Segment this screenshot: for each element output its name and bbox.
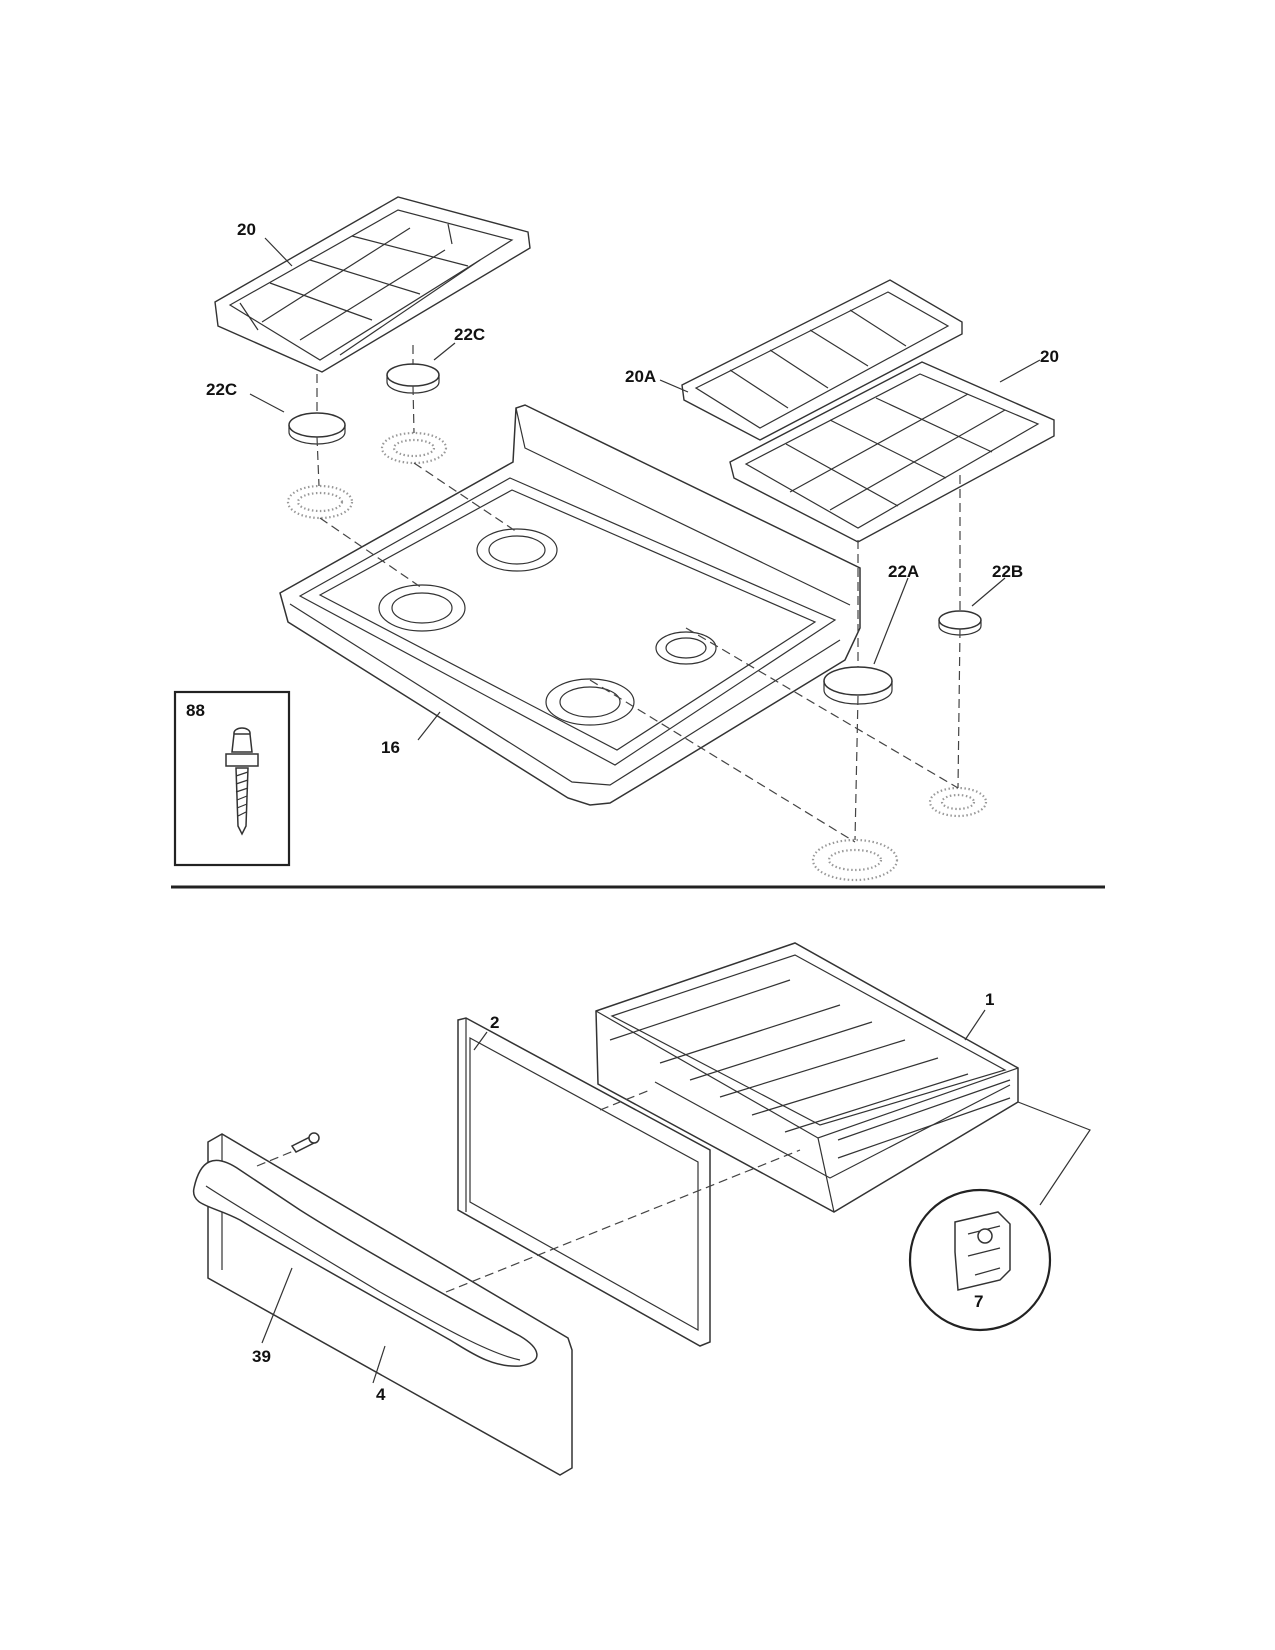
leader-lines-bottom [261,1009,986,1384]
label-22c-top: 22C [454,325,485,344]
drawer-frame [457,1017,711,1347]
label-39: 39 [252,1347,271,1366]
inset-88-box [173,690,291,867]
burner-head-simmer [928,786,988,818]
label-22c-left: 22C [206,380,237,399]
leader-lines-top [249,237,1041,741]
label-16: 16 [381,738,400,757]
label-22b: 22B [992,562,1023,581]
burner-head-left [286,484,354,520]
label-1: 1 [985,990,994,1009]
label-20a: 20A [625,367,656,386]
assembly-lines-bottom [256,1089,801,1293]
clip-7 [954,1211,1011,1291]
label-4: 4 [376,1385,386,1404]
inset-7-circle [908,1101,1091,1332]
label-22a: 22A [888,562,919,581]
label-88: 88 [186,701,205,720]
screw-88 [225,727,259,836]
assembly-lines-top [316,345,961,843]
right-burner-grate [729,361,1055,543]
left-burner-grate [214,196,531,373]
drawer-screw [290,1132,320,1153]
drawer-handle [192,1159,538,1367]
label-2: 2 [490,1013,499,1032]
label-20-left: 20 [237,220,256,239]
label-20-right: 20 [1040,347,1059,366]
burner-cap-22c-left [288,412,346,445]
burner-head-front-right [811,838,899,882]
cooktop [279,404,861,806]
center-grate [681,279,963,441]
burner-head-rear [380,431,448,465]
label-7: 7 [974,1292,983,1311]
